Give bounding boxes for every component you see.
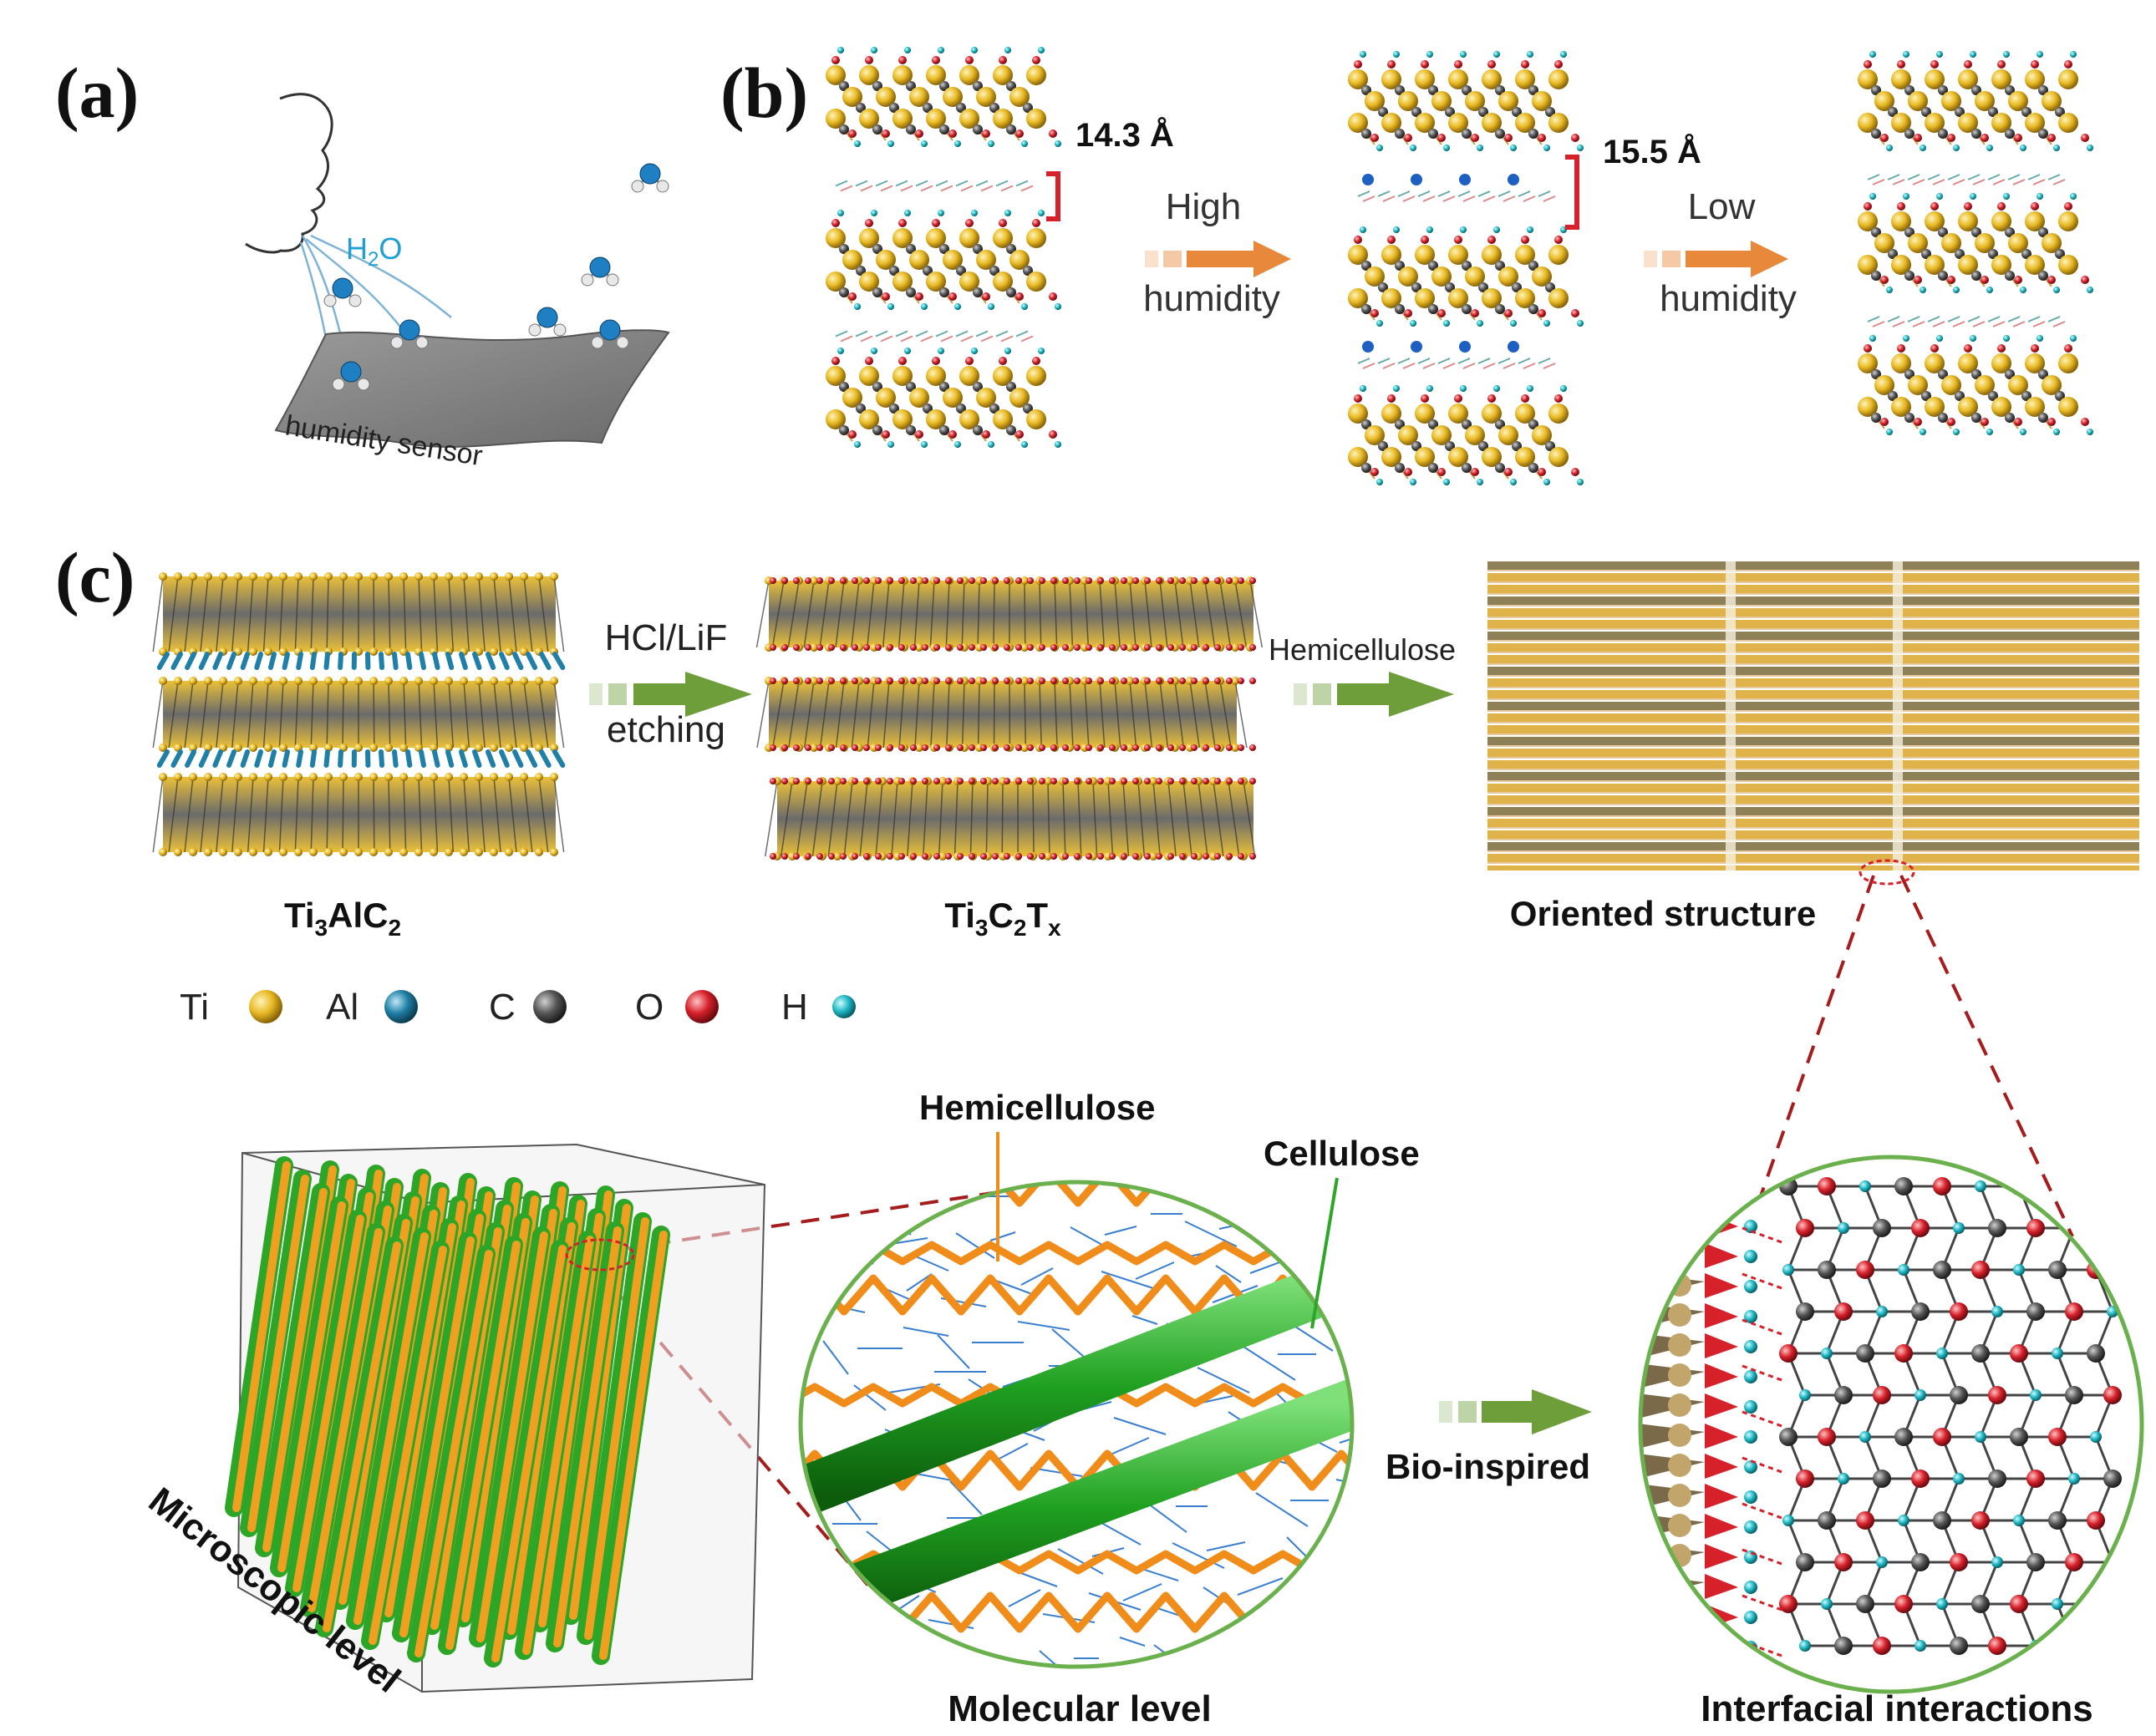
legend-label: Ti [180, 987, 209, 1028]
micro-zoom-circle [565, 1238, 635, 1272]
ti3c2tx-label: Ti3C2Tx [944, 896, 1061, 941]
hemicellulose-chain [801, 1182, 1352, 1207]
water-molecule-icon [332, 361, 370, 391]
panel-b: 14.3 Å 15.5 Å High humidity Low humidity [826, 47, 2093, 485]
etching-arrow: HCl/LiF etching [589, 617, 752, 750]
legend-c-atom-icon [533, 990, 567, 1023]
legend-label: C [489, 987, 516, 1028]
legend-label: Al [326, 987, 358, 1028]
panel-label-b: (b) [720, 53, 808, 133]
cellulose-fiber [801, 1378, 1352, 1637]
legend-o-atom-icon [685, 990, 719, 1023]
legend-al-atom-icon [384, 990, 418, 1023]
water-molecule-icon [528, 307, 567, 337]
legend-item-o: O [635, 987, 719, 1028]
water-molecule-icon [323, 277, 362, 307]
panel-c-bottom: Microscopic level Hemicellulose Cellulos… [141, 859, 2144, 1729]
panel-a: H2O humidity sensor [245, 93, 670, 472]
ti3c2tx-structure [755, 576, 1264, 860]
legend-item-h: H [781, 987, 856, 1028]
panel-c-top: HCl/LiF etching Hemicellulose Ti3AlC2 Ti… [152, 561, 2139, 1028]
arrow-2-top: Low [1688, 186, 1756, 227]
cellulose-leader [1310, 1177, 1339, 1329]
fiber-rods [225, 1156, 670, 1667]
cellulose-fiber [801, 1253, 1352, 1520]
molecular-level-label: Molecular level [948, 1688, 1211, 1729]
water-molecule-icon [581, 256, 619, 287]
water-label: H2O [346, 231, 402, 271]
legend-item-c: C [489, 987, 567, 1028]
low-humidity-arrow: Low humidity [1644, 186, 1797, 319]
spacing-bracket-2 [1565, 155, 1579, 230]
panel-label-a: (a) [55, 53, 139, 133]
legend-label: O [635, 987, 664, 1028]
interfacial-view [1638, 1155, 2144, 1694]
cellulose-label: Cellulose [1264, 1134, 1420, 1173]
arrow-2-bottom: humidity [1660, 278, 1797, 319]
humidity-sensor-sheet [274, 329, 670, 448]
bio-inspired-arrow [1439, 1389, 1592, 1434]
etching-step-bottom: etching [607, 709, 725, 750]
arrow-1-bottom: humidity [1143, 278, 1280, 319]
water-molecule-icon [390, 319, 429, 349]
ti3alc2-label: Ti3AlC2 [284, 896, 401, 941]
spacing-label-2: 15.5 Å [1603, 133, 1701, 170]
water-molecule-icon [631, 163, 669, 193]
crystal-structure-1 [826, 47, 1061, 448]
crystal-structure-2 [1348, 51, 1584, 485]
hemicellulose-step: Hemicellulose [1269, 632, 1456, 667]
legend-h-atom-icon [832, 995, 856, 1018]
legend-item-ti: Ti [180, 987, 282, 1028]
etching-step-top: HCl/LiF [605, 617, 728, 658]
hemicellulose-arrow: Hemicellulose [1269, 632, 1456, 717]
water-molecule-icon [591, 319, 629, 349]
legend-label: H [781, 987, 808, 1028]
oriented-structure-label: Oriented structure [1510, 894, 1816, 933]
spacing-label-1: 14.3 Å [1075, 116, 1174, 154]
crystal-structure-3 [1858, 51, 2093, 435]
legend-ti-atom-icon [249, 990, 282, 1023]
interfacial-label: Interfacial interactions [1701, 1688, 2092, 1729]
microscopic-box [225, 1143, 766, 1693]
oriented-zoom-circle [1859, 859, 1915, 886]
bio-inspired-label: Bio-inspired [1386, 1447, 1590, 1486]
molecular-level-view [798, 1180, 1355, 1669]
oriented-structure [1487, 561, 2139, 871]
element-legend: Ti Al C O H [180, 987, 856, 1028]
water-molecules [323, 163, 669, 391]
panel-label-c: (c) [55, 537, 135, 617]
high-humidity-arrow: High humidity [1143, 186, 1291, 319]
arrow-1-top: High [1166, 186, 1242, 227]
face-profile-icon [245, 93, 333, 254]
spacing-bracket-1 [1046, 171, 1060, 221]
ti3alc2-structure [152, 572, 566, 856]
hemicellulose-label: Hemicellulose [919, 1088, 1155, 1127]
legend-item-al: Al [326, 987, 418, 1028]
